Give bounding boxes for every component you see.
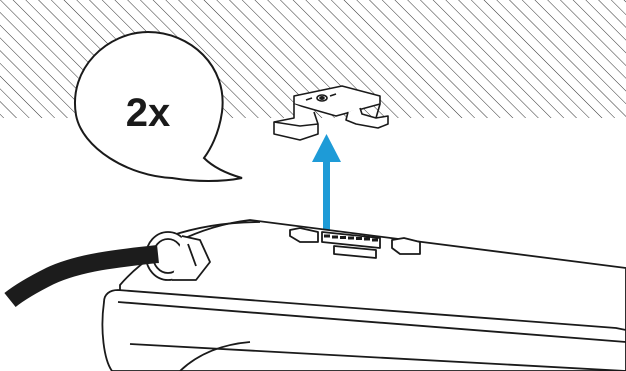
power-cable-icon (4, 245, 159, 308)
mounting-clip-icon (273, 85, 389, 141)
quantity-callout: 2x (73, 30, 243, 182)
quantity-label: 2x (126, 91, 171, 135)
arrow-up-icon (312, 134, 341, 236)
light-fixture-icon (101, 219, 626, 371)
